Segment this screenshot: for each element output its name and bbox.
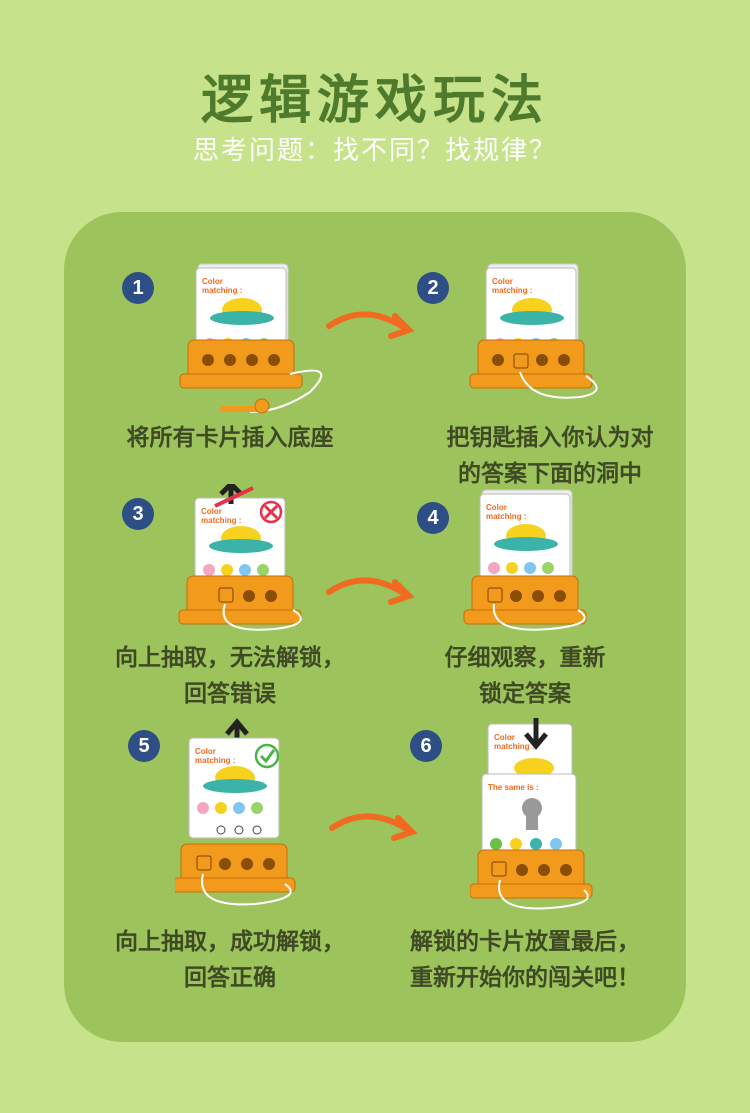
step-1-illustration: Color matching : bbox=[179, 263, 323, 414]
step-2: 2 Color matching : 把钥匙插入你认为对 的答案下面的洞中 bbox=[405, 262, 705, 502]
svg-text:Color: Color bbox=[486, 503, 507, 512]
page-title: 逻辑游戏玩法 bbox=[200, 71, 549, 131]
step-2-illustration: Color matching : bbox=[469, 263, 598, 399]
step-4: 4 Color matching : 仔细观察，重新 锁定答案 bbox=[405, 489, 705, 730]
step-caption: 仔细观察，重新 锁定答案 bbox=[444, 645, 606, 707]
svg-text:matching :: matching : bbox=[486, 512, 526, 521]
step-caption: 向上抽取，无法解锁， 回答错误 bbox=[115, 645, 345, 707]
step-5: 5 Color matching : 向上抽取，成功解锁， 回答正确 bbox=[110, 718, 410, 991]
step-3-illustration: Color matching : bbox=[178, 484, 302, 631]
svg-text:Color: Color bbox=[494, 733, 515, 742]
down-arrow-icon bbox=[524, 718, 548, 750]
step-number-badge: 2 bbox=[417, 272, 449, 304]
svg-text:Color: Color bbox=[195, 747, 216, 756]
step-4-illustration: Color matching : bbox=[463, 489, 587, 631]
svg-text:matching :: matching : bbox=[202, 286, 242, 295]
step-number-badge: 3 bbox=[122, 498, 154, 530]
curved-arrow-icon bbox=[326, 577, 415, 605]
step-caption: 将所有卡片插入底座 bbox=[126, 425, 334, 451]
step-6-illustration: Color matching : The same is : bbox=[470, 718, 593, 910]
step-number-badge: 1 bbox=[122, 272, 154, 304]
svg-text:Color: Color bbox=[201, 507, 222, 516]
step-1: 1 Color matching : 将所有卡片插入底座 bbox=[110, 262, 410, 502]
svg-text:Color: Color bbox=[202, 277, 223, 286]
svg-text:Color: Color bbox=[492, 277, 513, 286]
step-caption: 解锁的卡片放置最后， 重新开始你的闯关吧！ bbox=[410, 929, 640, 991]
curved-arrow-icon bbox=[329, 813, 418, 841]
cross-icon bbox=[259, 500, 283, 524]
step-caption: 把钥匙插入你认为对 的答案下面的洞中 bbox=[446, 425, 654, 487]
step-3: 3 Color matching : 向上抽取，无法解锁， 回答错误 bbox=[110, 484, 410, 730]
check-icon bbox=[254, 743, 280, 769]
step-number-badge: 6 bbox=[410, 730, 442, 762]
step-6: 6 Color matching : The same is : 解锁的卡片放置… bbox=[400, 718, 700, 991]
up-arrow-icon bbox=[219, 484, 243, 504]
step-number-badge: 5 bbox=[128, 730, 160, 762]
step-number-badge: 4 bbox=[417, 502, 449, 534]
svg-text:matching :: matching : bbox=[195, 756, 235, 765]
svg-text:matching :: matching : bbox=[492, 286, 532, 295]
curved-arrow-icon bbox=[326, 311, 415, 339]
svg-text:matching :: matching : bbox=[201, 516, 241, 525]
svg-text:matching :: matching : bbox=[494, 742, 534, 751]
step-5-illustration: Color matching : bbox=[175, 718, 296, 906]
page-subtitle: 思考问题：找不同？找规律？ bbox=[192, 136, 557, 166]
svg-text:The same is :: The same is : bbox=[488, 783, 539, 792]
step-caption: 向上抽取，成功解锁， 回答正确 bbox=[115, 929, 345, 991]
